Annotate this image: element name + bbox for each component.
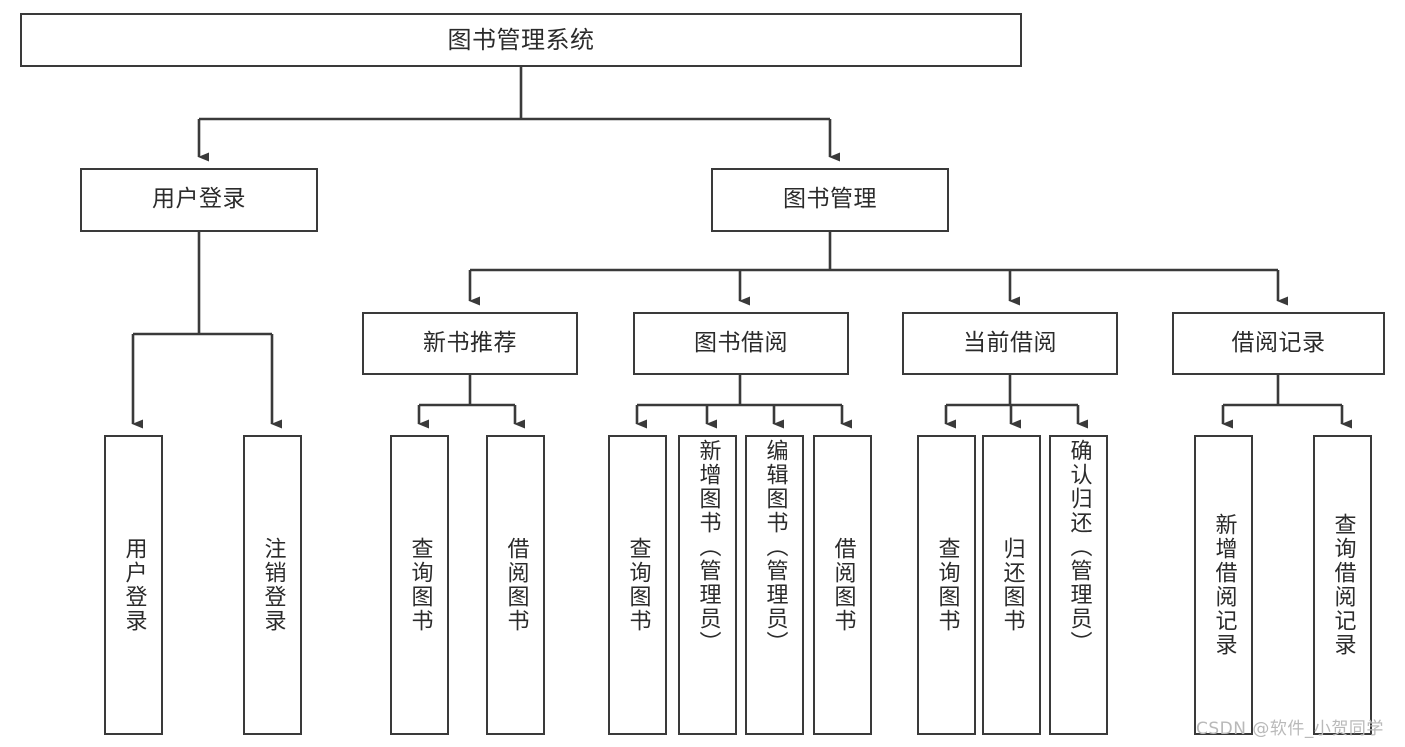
node-leaf-borrow-query-label: 查询图书: [625, 537, 651, 633]
node-book-management-label: 图书管理: [783, 186, 877, 213]
node-leaf-borrow-add-label: 新增图书（管理员）: [695, 439, 721, 655]
node-leaf-records-add[interactable]: 新增借阅记录: [1194, 435, 1253, 735]
node-leaf-borrow-borrow-label: 借阅图书: [830, 537, 856, 633]
node-borrow-records-label: 借阅记录: [1231, 329, 1326, 356]
node-leaf-newbook-borrow-label: 借阅图书: [503, 537, 529, 633]
node-leaf-user-login-label: 用户登录: [121, 537, 147, 633]
node-current-borrow[interactable]: 当前借阅: [902, 312, 1118, 375]
node-leaf-newbook-query[interactable]: 查询图书: [390, 435, 449, 735]
node-leaf-borrow-query[interactable]: 查询图书: [608, 435, 667, 735]
node-user-login-label: 用户登录: [152, 186, 246, 213]
node-leaf-records-query-label: 查询借阅记录: [1330, 513, 1356, 657]
node-leaf-current-confirm-label: 确认归还（管理员）: [1066, 439, 1092, 655]
node-new-book-recommend-label: 新书推荐: [423, 329, 517, 356]
node-user-login[interactable]: 用户登录: [80, 168, 318, 232]
node-leaf-logout-label: 注销登录: [260, 537, 286, 633]
node-book-borrow[interactable]: 图书借阅: [633, 312, 849, 375]
node-leaf-borrow-borrow[interactable]: 借阅图书: [813, 435, 872, 735]
node-current-borrow-label: 当前借阅: [963, 329, 1057, 356]
node-book-borrow-label: 图书借阅: [694, 329, 788, 356]
node-root[interactable]: 图书管理系统: [20, 13, 1022, 67]
node-leaf-borrow-add[interactable]: 新增图书（管理员）: [678, 435, 737, 735]
node-leaf-borrow-edit-label: 编辑图书（管理员）: [762, 439, 788, 655]
node-leaf-current-query-label: 查询图书: [934, 537, 960, 633]
node-leaf-newbook-query-label: 查询图书: [407, 537, 433, 633]
node-leaf-current-confirm[interactable]: 确认归还（管理员）: [1049, 435, 1108, 735]
node-borrow-records[interactable]: 借阅记录: [1172, 312, 1385, 375]
node-leaf-newbook-borrow[interactable]: 借阅图书: [486, 435, 545, 735]
node-leaf-records-add-label: 新增借阅记录: [1211, 513, 1237, 657]
node-leaf-current-query[interactable]: 查询图书: [917, 435, 976, 735]
node-book-management[interactable]: 图书管理: [711, 168, 949, 232]
csdn-watermark: CSDN @软件_小贺同学: [1196, 719, 1384, 739]
node-leaf-records-query[interactable]: 查询借阅记录: [1313, 435, 1372, 735]
node-leaf-logout[interactable]: 注销登录: [243, 435, 302, 735]
node-leaf-borrow-edit[interactable]: 编辑图书（管理员）: [745, 435, 804, 735]
node-leaf-current-return-label: 归还图书: [999, 537, 1025, 633]
node-leaf-user-login[interactable]: 用户登录: [104, 435, 163, 735]
node-new-book-recommend[interactable]: 新书推荐: [362, 312, 578, 375]
node-leaf-current-return[interactable]: 归还图书: [982, 435, 1041, 735]
node-root-label: 图书管理系统: [447, 25, 595, 54]
